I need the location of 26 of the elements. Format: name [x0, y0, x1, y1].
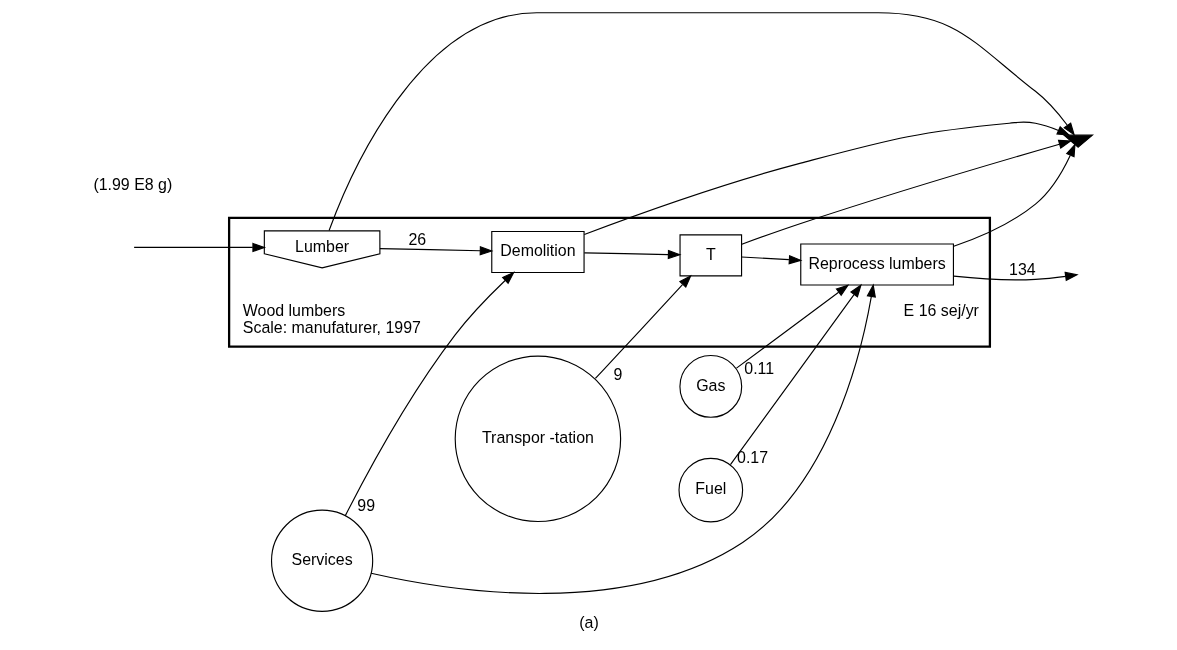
arrow	[344, 271, 515, 517]
arrow	[583, 249, 681, 260]
arrow	[952, 271, 1079, 282]
caption: (a)	[578, 614, 599, 632]
arrow	[328, 12, 1075, 232]
label: (1.99 E8 g)	[92, 176, 172, 194]
arrow	[740, 254, 802, 265]
arrow	[952, 143, 1076, 247]
arrow	[370, 283, 876, 594]
arrow	[583, 121, 1071, 235]
arrow	[740, 139, 1072, 245]
edge-label: 0.11	[743, 359, 774, 377]
edge-label: 26	[408, 231, 426, 249]
arrow	[133, 242, 266, 253]
arrow	[378, 245, 493, 256]
node-circle: Gas	[678, 354, 742, 418]
node-box: Demolition	[490, 230, 585, 274]
edge-label: 9	[613, 365, 622, 383]
node-box: Reprocess lumbers	[799, 243, 954, 286]
arrow	[735, 284, 849, 369]
arrow	[594, 274, 692, 379]
node-box: T	[678, 234, 742, 277]
arrow	[729, 283, 862, 466]
node-ground	[1061, 134, 1094, 148]
edge-label: 134	[1008, 260, 1036, 278]
node-label: E 16 sej/yr	[903, 302, 979, 319]
